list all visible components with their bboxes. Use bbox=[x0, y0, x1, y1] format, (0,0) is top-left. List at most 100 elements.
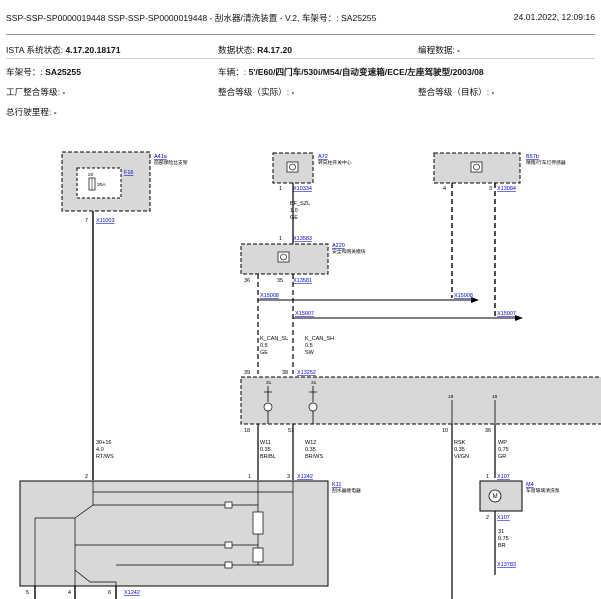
a41a-name: 前部保险丝支架 bbox=[154, 159, 188, 166]
f16-id[interactable]: F16 bbox=[124, 170, 133, 176]
a41a-id[interactable]: A41a bbox=[154, 154, 168, 160]
inner-pin-18a: 18 bbox=[448, 394, 454, 400]
a72-name: 转向柱开关中心 bbox=[318, 159, 352, 166]
x13084-pin4: 4 bbox=[443, 186, 446, 192]
k11-pin3: 3 bbox=[287, 474, 290, 480]
w30-size: 4.0 bbox=[96, 447, 104, 453]
w11-name: W11 bbox=[260, 440, 271, 446]
x15008-right[interactable]: X15008 bbox=[454, 293, 473, 299]
x107-bottom-pin: 2 bbox=[486, 515, 489, 521]
x13084-pin3: 3 bbox=[489, 186, 492, 192]
x15007-right[interactable]: X15007 bbox=[497, 311, 516, 317]
a220-name: 安全和网关模块 bbox=[332, 248, 366, 255]
w12-name: W12 bbox=[305, 440, 316, 446]
target-level: 整合等级（目标）: - bbox=[418, 87, 495, 97]
x11003-pin: 7 bbox=[85, 218, 88, 224]
wp-color: GR bbox=[498, 454, 506, 460]
kcan-sl-name: K_CAN_SL bbox=[260, 336, 288, 342]
x13252-pin38: 38 bbox=[282, 370, 288, 376]
inner-pin-18b: 18 bbox=[492, 394, 498, 400]
bottom-pin5: 5 bbox=[26, 590, 29, 596]
x107-top-pin: 1 bbox=[486, 474, 489, 480]
x13783-id[interactable]: X13783 bbox=[497, 562, 516, 568]
actual-level: 整合等级（实际）: - bbox=[218, 87, 295, 97]
rsk-color: VI/GN bbox=[454, 454, 469, 460]
header-timestamp: 24.01.2022, 12:09:16 bbox=[513, 12, 595, 22]
vehicle: 车辆：: 5'/E60/四门车/530i/M54/自动变速箱/ECE/左座驾驶型… bbox=[218, 67, 484, 77]
w31-name: 31 bbox=[498, 529, 504, 535]
x10334-pin: 1 bbox=[279, 186, 282, 192]
lower-pin-51: 51 bbox=[288, 428, 294, 434]
x15008-left[interactable]: X15008 bbox=[260, 293, 279, 299]
header-title: SSP-SSP-SP0000019448 SSP-SSP-SP000001944… bbox=[6, 13, 377, 23]
bf-szl-color: GE bbox=[290, 215, 298, 221]
a72-id[interactable]: A72 bbox=[318, 154, 328, 160]
lower-pin-10: 10 bbox=[442, 428, 448, 434]
w31-color: BR bbox=[498, 543, 506, 549]
x13252-id[interactable]: X13252 bbox=[297, 370, 316, 376]
ista-status: ISTA 系统状态: 4.17.20.18171 bbox=[6, 45, 121, 55]
k11-box bbox=[19, 480, 329, 587]
x11003-id[interactable]: X11003 bbox=[96, 218, 115, 224]
w11-color: BR/BL bbox=[260, 454, 276, 460]
data-status: 数据状态: R4.17.20 bbox=[218, 45, 293, 55]
bf-szl-name: BF_SZL bbox=[290, 201, 310, 207]
kcan-sl-color: GE bbox=[260, 350, 268, 356]
factory-level: 工厂整合等级: - bbox=[6, 87, 66, 97]
rsk-size: 0.35 bbox=[454, 447, 465, 453]
vin: 车架号：: SA25255 bbox=[6, 67, 81, 77]
k11-id[interactable]: K11 bbox=[332, 482, 341, 488]
bottom-pin4: 4 bbox=[68, 590, 71, 596]
x15007-left[interactable]: X15007 bbox=[295, 311, 314, 317]
mileage: 总行驶里程: - bbox=[6, 107, 57, 117]
k11-pin1: 1 bbox=[248, 474, 251, 480]
inner-pin-31a: 31 bbox=[266, 380, 272, 386]
w30-color: RT/WS bbox=[96, 454, 114, 460]
lower-pin-36: 36 bbox=[485, 428, 491, 434]
w31-size: 0.75 bbox=[498, 536, 509, 542]
wp-name: WP bbox=[498, 440, 507, 446]
bf-szl-size: 1.0 bbox=[290, 208, 298, 214]
x13583-id[interactable]: X13583 bbox=[293, 236, 312, 242]
header-rule bbox=[6, 34, 595, 35]
f16-amp: 30A bbox=[97, 182, 106, 188]
m4-id[interactable]: M4 bbox=[526, 482, 534, 488]
x13581-pin35: 35 bbox=[277, 278, 283, 284]
a220-id[interactable]: A220 bbox=[332, 243, 345, 249]
x13252-pin39: 39 bbox=[244, 370, 250, 376]
rsk-name: RSK bbox=[454, 440, 466, 446]
b57b-name: 晴雨/行车灯传感器 bbox=[526, 159, 566, 166]
programming-data: 编程数据: - bbox=[418, 45, 461, 55]
bottom-pin6: 6 bbox=[108, 590, 111, 596]
f16-num: 20 bbox=[88, 172, 94, 178]
k11-pin2: 2 bbox=[85, 474, 88, 480]
b57b-id[interactable]: B57b bbox=[526, 154, 539, 160]
kcan-sh-name: K_CAN_SH bbox=[305, 336, 334, 342]
bottom-conn[interactable]: X1242 bbox=[124, 590, 140, 596]
motor-symbol: M bbox=[493, 494, 498, 500]
w12-size: 0.35 bbox=[305, 447, 316, 453]
page-header: SSP-SSP-SP0000019448 SSP-SSP-SP000001944… bbox=[6, 12, 595, 24]
k11-conn[interactable]: X1242 bbox=[297, 474, 313, 480]
kcan-sl-size: 0.5 bbox=[260, 343, 268, 349]
m4-name: 车窗玻璃清洗泵 bbox=[526, 487, 560, 494]
meta-rule bbox=[6, 58, 595, 59]
x13581-id[interactable]: X13581 bbox=[293, 278, 312, 284]
x107-top-id[interactable]: X107 bbox=[497, 474, 510, 480]
kcan-sh-color: SW bbox=[305, 350, 315, 356]
w30-name: 30+16 bbox=[96, 440, 111, 446]
kcan-sh-size: 0.5 bbox=[305, 343, 313, 349]
k11-name: 刮水器继电器 bbox=[332, 487, 361, 494]
wp-size: 0.75 bbox=[498, 447, 509, 453]
x13084-id[interactable]: X13084 bbox=[497, 186, 516, 192]
x13583-pin: 1 bbox=[279, 236, 282, 242]
pump-motor-icon bbox=[488, 489, 502, 503]
x10334-id[interactable]: X10334 bbox=[293, 186, 312, 192]
x13581-pin36: 36 bbox=[244, 278, 250, 284]
f16-box bbox=[76, 167, 122, 199]
w12-color: BR/WS bbox=[305, 454, 323, 460]
control-unit-box bbox=[240, 376, 601, 425]
inner-pin-31b: 31 bbox=[311, 380, 317, 386]
x107-bottom-id[interactable]: X107 bbox=[497, 515, 510, 521]
